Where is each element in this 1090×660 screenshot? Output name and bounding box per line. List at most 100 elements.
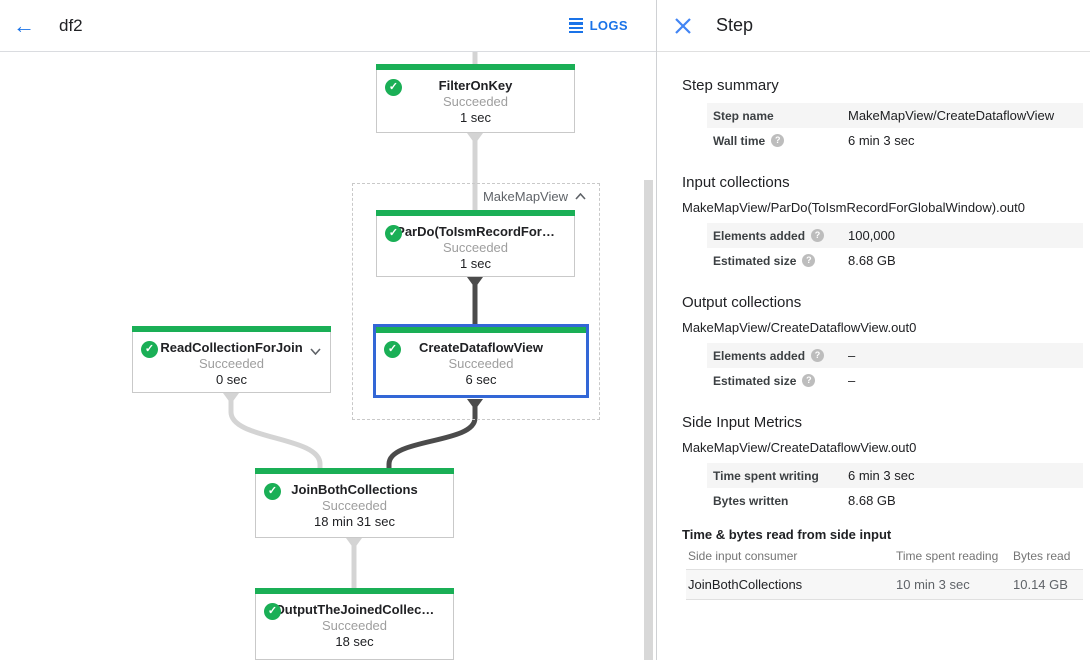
node-status: Succeeded	[442, 240, 509, 255]
node-title: JoinBothCollections	[291, 482, 418, 497]
kv-row-bytes-written: Bytes written 8.68 GB	[707, 488, 1083, 513]
success-check-icon: ✓	[385, 79, 402, 96]
graph-node-readcollectionforjoin[interactable]: ✓ ReadCollectionForJoin Succeeded 0 sec	[132, 326, 331, 393]
side-input-collection-name: MakeMapView/CreateDataflowView.out0	[682, 440, 917, 455]
expand-node-chevron[interactable]	[310, 342, 321, 360]
column-header-consumer: Side input consumer	[688, 548, 798, 563]
kv-value: MakeMapView/CreateDataflowView	[848, 108, 1055, 123]
node-status-bar	[376, 210, 575, 216]
composite-group-makemapview: MakeMapView	[352, 183, 600, 420]
cell-consumer: JoinBothCollections	[688, 577, 803, 592]
help-icon[interactable]: ?	[771, 134, 785, 147]
node-status: Succeeded	[448, 356, 514, 371]
job-title: df2	[59, 15, 83, 35]
success-check-icon: ✓	[384, 341, 401, 358]
node-title: FilterOnKey	[438, 78, 513, 93]
node-time: 0 sec	[215, 372, 248, 387]
logs-button[interactable]: LOGS	[568, 17, 628, 34]
kv-row-wall-time: Wall time ? 6 min 3 sec	[707, 128, 1083, 153]
cell-bytes-read: 10.14 GB	[1013, 577, 1068, 592]
step-panel-header: Step	[657, 0, 1090, 52]
kv-label: Estimated size ?	[713, 374, 848, 388]
edge-funnel-readcollection	[223, 393, 239, 404]
success-check-icon: ✓	[264, 483, 281, 500]
node-title: ReadCollectionForJoin	[160, 340, 303, 355]
section-heading-step-summary: Step summary	[682, 77, 779, 94]
group-label: MakeMapView	[482, 189, 568, 204]
column-header-time-reading: Time spent reading	[896, 548, 999, 563]
kv-label: Step name	[713, 108, 774, 123]
node-title: OutputTheJoinedCollec…	[274, 602, 435, 617]
group-collapse-toggle[interactable]: MakeMapView	[483, 189, 586, 204]
step-panel-body: Step summary Step name MakeMapView/Creat…	[657, 77, 1090, 600]
kv-label: Estimated size ?	[713, 254, 848, 268]
kv-row-time-spent-writing: Time spent writing 6 min 3 sec	[707, 463, 1083, 488]
node-status: Succeeded	[321, 498, 388, 513]
kv-row-step-name: Step name MakeMapView/CreateDataflowView	[707, 103, 1083, 128]
kv-value: –	[848, 373, 856, 388]
kv-value: 100,000	[848, 228, 895, 243]
kv-row-elements-added: Elements added ? 100,000	[707, 223, 1083, 248]
kv-label: Elements added ?	[713, 229, 848, 243]
node-status-bar	[376, 327, 586, 333]
graph-node-outputthejoinedcollection[interactable]: ✓ OutputTheJoinedCollec… Succeeded 18 se…	[255, 588, 454, 660]
graph-node-createdataflowview[interactable]: ✓ CreateDataflowView Succeeded 6 sec	[373, 324, 589, 398]
success-check-icon: ✓	[141, 341, 158, 358]
kv-value: 8.68 GB	[848, 253, 896, 268]
help-icon[interactable]: ?	[802, 254, 816, 267]
node-status-bar	[255, 588, 454, 594]
graph-node-joinbothcollections[interactable]: ✓ JoinBothCollections Succeeded 18 min 3…	[255, 468, 454, 538]
job-header: ← df2 LOGS	[0, 0, 656, 52]
help-icon[interactable]: ?	[802, 374, 816, 387]
close-icon[interactable]	[674, 17, 692, 35]
kv-label: Elements added ?	[713, 349, 848, 363]
section-heading-side-input-metrics: Side Input Metrics	[682, 414, 803, 431]
graph-vertical-scrollbar[interactable]	[644, 180, 653, 660]
section-heading-input-collections: Input collections	[682, 174, 790, 191]
panel-divider	[656, 0, 657, 660]
kv-label: Wall time ?	[713, 134, 848, 148]
table-header-row: Side input consumer Time spent reading B…	[686, 542, 1083, 570]
chevron-down-icon	[310, 348, 321, 356]
success-check-icon: ✓	[385, 225, 402, 242]
kv-label: Bytes written	[713, 493, 789, 508]
edge-funnel-filteronkey	[467, 133, 483, 144]
input-collection-name: MakeMapView/ParDo(ToIsmRecordForGlobalWi…	[682, 200, 1025, 215]
output-collection-name: MakeMapView/CreateDataflowView.out0	[682, 320, 917, 335]
node-status-bar	[132, 326, 331, 332]
success-check-icon: ✓	[264, 603, 281, 620]
kv-value: 6 min 3 sec	[848, 468, 915, 483]
logs-button-label: LOGS	[589, 18, 628, 33]
help-icon[interactable]: ?	[811, 229, 825, 242]
kv-row-elements-added: Elements added ? –	[707, 343, 1083, 368]
back-arrow-icon[interactable]: ←	[13, 12, 35, 38]
node-time: 1 sec	[459, 256, 492, 271]
column-header-bytes-read: Bytes read	[1013, 548, 1071, 563]
node-status-bar	[255, 468, 454, 474]
pipeline-graph-canvas[interactable]: MakeMapView ✓ FilterOnKey Succeeded 1 se…	[0, 52, 656, 660]
cell-time-reading: 10 min 3 sec	[896, 577, 970, 592]
node-status: Succeeded	[321, 618, 388, 633]
kv-value: 8.68 GB	[848, 493, 896, 508]
node-time: 1 sec	[459, 110, 492, 125]
node-time: 18 min 31 sec	[314, 514, 395, 529]
panel-title: Step	[716, 15, 754, 35]
help-icon[interactable]: ?	[811, 349, 825, 362]
kv-value: 6 min 3 sec	[848, 133, 915, 148]
node-time: 18 sec	[335, 634, 374, 649]
logs-list-icon	[568, 17, 583, 34]
kv-row-estimated-size: Estimated size ? –	[707, 368, 1083, 393]
graph-node-pardo-toismrecord[interactable]: ✓ ParDo(ToIsmRecordFor… Succeeded 1 sec	[376, 210, 575, 277]
section-heading-output-collections: Output collections	[682, 294, 802, 311]
table-row: JoinBothCollections 10 min 3 sec 10.14 G…	[686, 570, 1083, 600]
edge-funnel-join	[346, 538, 362, 549]
node-status-bar	[376, 64, 575, 70]
graph-node-filteronkey[interactable]: ✓ FilterOnKey Succeeded 1 sec	[376, 64, 575, 133]
step-details-panel: Step Step summary Step name MakeMapView/…	[657, 0, 1090, 660]
node-time: 6 sec	[465, 372, 497, 387]
side-input-table: Side input consumer Time spent reading B…	[686, 542, 1083, 600]
node-title: CreateDataflowView	[418, 340, 544, 355]
chevron-up-icon	[575, 193, 586, 200]
edge-readcollection-to-join	[228, 398, 323, 470]
kv-label: Time spent writing	[713, 468, 819, 483]
